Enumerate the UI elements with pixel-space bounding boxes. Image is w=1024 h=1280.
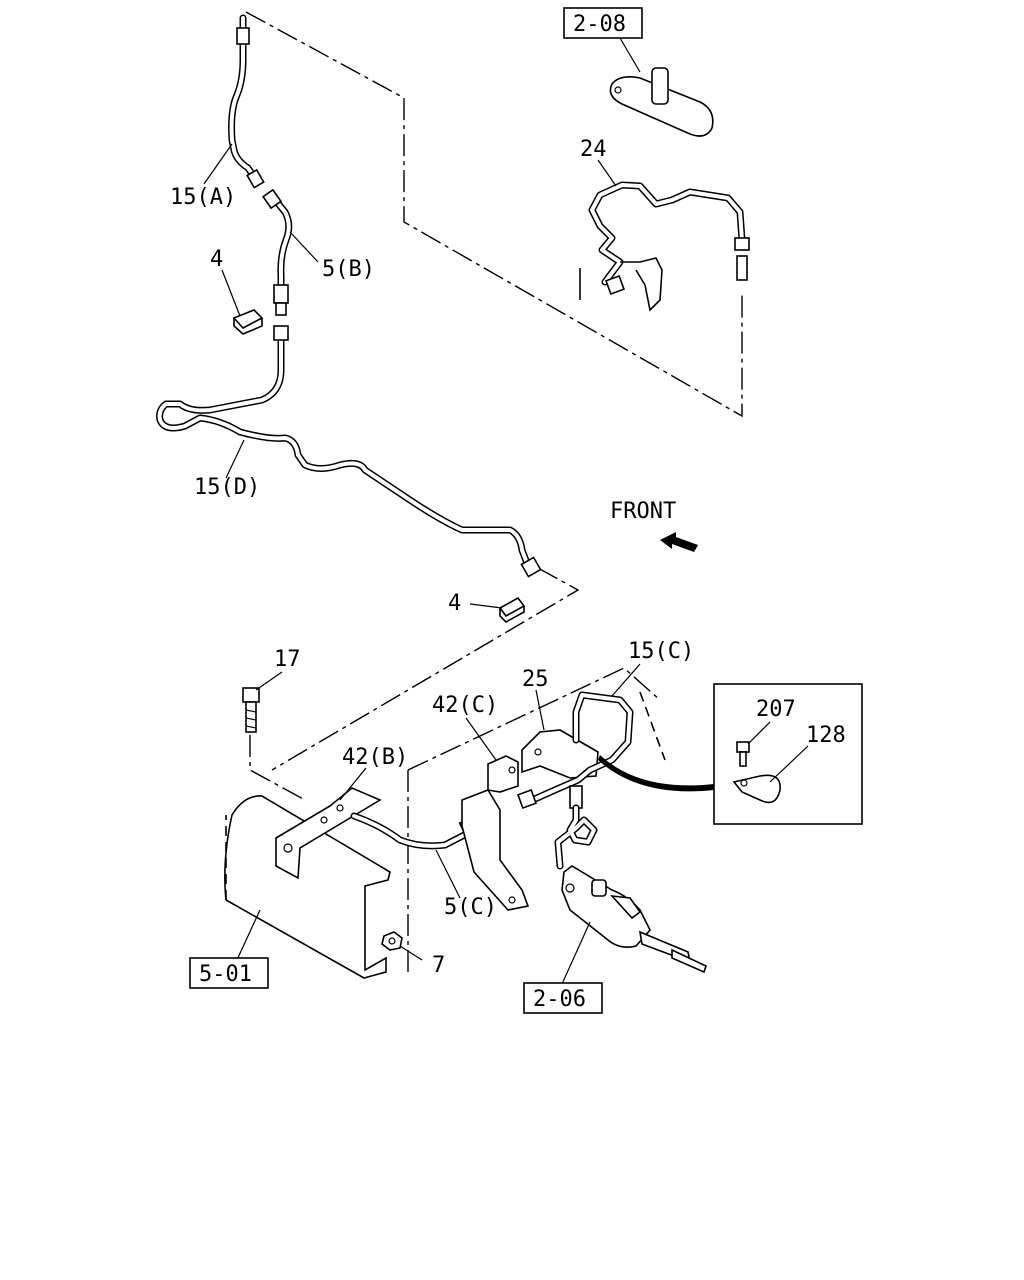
junction-block-25 [521, 729, 599, 779]
ref-2-08-label: 2-08 [573, 12, 626, 37]
pipe-15a [228, 14, 265, 189]
phantom-lines [245, 11, 743, 975]
callout-4-upper: 4 [210, 247, 223, 272]
ref-box-2-06[interactable]: 2-06 [523, 982, 603, 1014]
ref-box-5-01[interactable]: 5-01 [189, 957, 269, 989]
callout-5c: 5(C) [444, 895, 497, 920]
callout-128: 128 [806, 723, 846, 748]
callout-17: 17 [274, 647, 301, 672]
callout-5b: 5(B) [322, 257, 375, 282]
ref-5-01-label: 5-01 [199, 962, 252, 987]
bracket-42b [275, 787, 382, 880]
pipe-15d [156, 325, 542, 578]
detail-inset [713, 683, 863, 825]
hose-5b [261, 188, 293, 316]
bolt-207 [736, 741, 750, 767]
callout-42b: 42(B) [342, 745, 408, 770]
callout-15d: 15(D) [194, 475, 260, 500]
callout-15a: 15(A) [170, 185, 236, 210]
master-cylinder-2-08 [609, 67, 714, 137]
nut-7 [381, 931, 403, 951]
callout-207: 207 [756, 697, 796, 722]
pipe-15c [517, 691, 666, 870]
bracket-42c [461, 755, 530, 911]
frame-member-5-01 [224, 795, 391, 979]
leader-lines [203, 37, 809, 985]
clip-128 [732, 774, 781, 804]
callout-25: 25 [522, 667, 549, 692]
callout-15c: 15(C) [628, 639, 694, 664]
front-direction-indicator: FRONT [610, 499, 698, 552]
ref-box-2-08[interactable]: 2-08 [563, 7, 643, 39]
clip-4-upper [232, 309, 264, 335]
callout-42c: 42(C) [432, 693, 498, 718]
bolt-17 [242, 687, 260, 733]
callout-24: 24 [580, 137, 607, 162]
pipe-24 [579, 181, 750, 312]
slave-cylinder-2-06 [561, 865, 707, 974]
front-arrow-icon [660, 532, 698, 552]
clip-4-lower [498, 596, 526, 623]
front-label: FRONT [610, 499, 676, 524]
callout-labels: 15(A) 5(B) 4 15(D) 4 24 17 42(B) 42(C) 2… [170, 137, 846, 978]
detail-pointer [598, 755, 714, 792]
callout-7: 7 [432, 953, 445, 978]
callout-4-lower: 4 [448, 591, 461, 616]
ref-2-06-label: 2-06 [533, 987, 586, 1012]
